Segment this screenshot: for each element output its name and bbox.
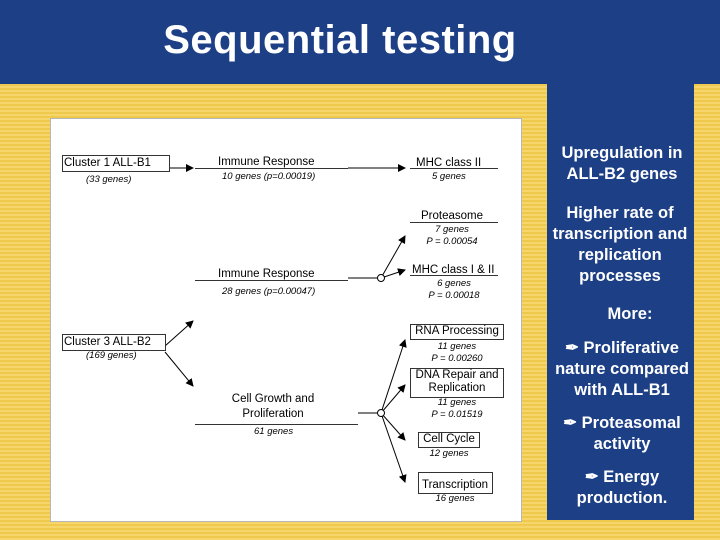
transcription-box: [418, 472, 493, 494]
proteasomal-bullet: ✒ Proteasomal activity: [563, 414, 681, 453]
header-bar: [0, 0, 720, 84]
mhc-class-i-ii-genes: 6 genes: [437, 278, 471, 289]
upregulation-text: Upregulation in ALL-B2 genes: [561, 144, 683, 183]
cell-growth-label-2: Proliferation: [242, 408, 304, 420]
immune-response-1-genes: 10 genes (p=0.00019): [222, 171, 316, 182]
dna-repair-label-2: Replication: [428, 382, 486, 394]
immune-response-1-label: Immune Response: [218, 156, 315, 168]
mhc-class-ii-label: MHC class II: [416, 157, 482, 169]
mhc-class-i-ii-underline: [410, 275, 498, 276]
higher-rate-text: Higher rate of transcription and replica…: [552, 204, 688, 285]
immune-response-2-underline: [195, 280, 348, 281]
proteasome-genes: 7 genes: [435, 224, 469, 235]
cell-growth-genes: 61 genes: [254, 426, 294, 437]
rna-processing-box: [410, 324, 504, 340]
cell-cycle-genes: 12 genes: [429, 448, 469, 459]
dna-repair-genes: 11 genes: [437, 397, 477, 408]
energy-bullet: ✒ Energy production.: [576, 468, 668, 507]
cluster1-box: [62, 155, 170, 172]
mhc-class-i-ii-label: MHC class I & II: [412, 264, 495, 276]
immune-response-1-underline: [195, 168, 348, 169]
cell-cycle-label: Cell Cycle: [423, 433, 475, 445]
cell-cycle-box: [418, 432, 480, 448]
diagram-panel: [50, 118, 522, 522]
mhc-class-ii-genes: 5 genes: [432, 171, 466, 182]
proliferative-bullet: ✒ Proliferative nature compared with ALL…: [555, 339, 689, 399]
mhc-class-i-ii-pvalue: P = 0.00018: [428, 290, 480, 301]
page-title: Sequential testing: [163, 18, 517, 62]
mhc-class-ii-underline: [410, 168, 498, 169]
immune-response-2-label: Immune Response: [218, 268, 315, 280]
cluster1-genes: (33 genes): [86, 174, 132, 185]
cell-growth-underline: [195, 424, 358, 425]
cell-growth-label-1: Cell Growth and: [231, 393, 315, 405]
more-label: More:: [607, 305, 653, 323]
rna-processing-genes: 11 genes: [437, 341, 477, 352]
rna-processing-pvalue: P = 0.00260: [431, 353, 483, 364]
cluster1-label: Cluster 1 ALL-B1: [64, 157, 151, 169]
immune-response-2-genes: 28 genes (p=0.00047): [222, 286, 316, 297]
cluster3-label: Cluster 3 ALL-B2: [64, 336, 151, 348]
proteasome-label: Proteasome: [420, 210, 483, 222]
dna-repair-pvalue: P = 0.01519: [431, 409, 483, 420]
rna-processing-label: RNA Processing: [415, 325, 499, 337]
right-text-panel: [547, 84, 694, 520]
transcription-genes: 16 genes: [435, 493, 475, 504]
proteasome-underline: [410, 222, 498, 223]
transcription-label: Transcription: [421, 479, 489, 491]
cluster3-genes: (169 genes): [86, 350, 137, 361]
dna-repair-label-1: DNA Repair and: [415, 369, 499, 381]
proteasome-pvalue: P = 0.00054: [426, 236, 478, 247]
dna-repair-box: [410, 368, 504, 398]
cluster3-box: [62, 334, 166, 351]
